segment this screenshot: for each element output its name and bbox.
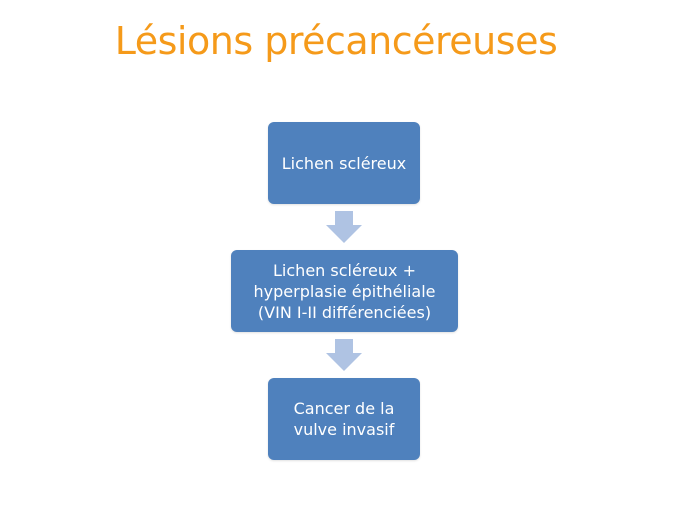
flow-step-cancer-vulve: Cancer de la vulve invasif [268, 378, 420, 460]
flow-step-hyperplasie: Lichen scléreux + hyperplasie épithélial… [231, 250, 458, 332]
flow-step-lichen-scléreux: Lichen scléreux [268, 122, 420, 204]
slide-title: Lésions précancéreuses [114, 19, 558, 63]
down-arrow-icon [326, 211, 362, 243]
down-arrow-icon [326, 339, 362, 371]
